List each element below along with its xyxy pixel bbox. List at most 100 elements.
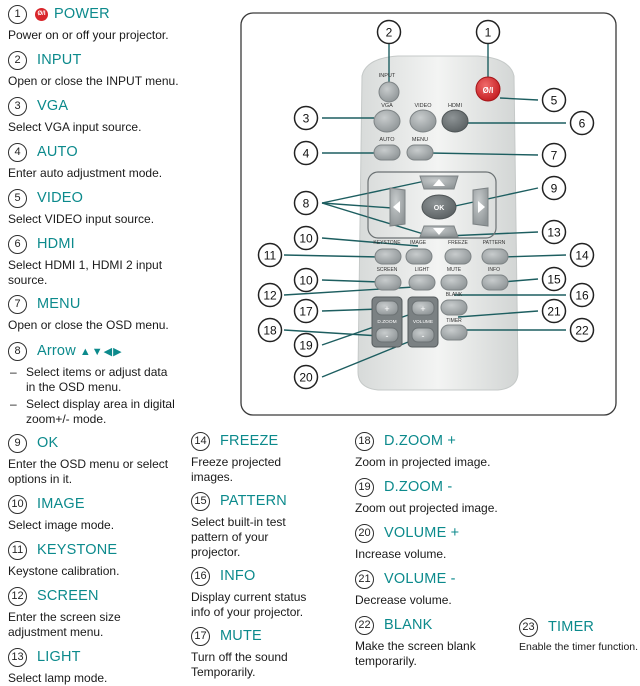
- image-button[interactable]: [405, 248, 433, 265]
- callout-number: 11: [8, 540, 27, 560]
- pattern-button[interactable]: [481, 248, 509, 265]
- left-arrow-icon: [393, 201, 400, 213]
- callout-number: 17: [299, 305, 313, 319]
- callout-circle: [293, 364, 319, 390]
- pattern-label: PATTERN: [483, 240, 506, 246]
- arrow-bullets: Select items or adjust data in the OSD m…: [8, 365, 178, 427]
- item-title: AUTO: [37, 144, 78, 160]
- blank-label: BLANK: [446, 292, 463, 298]
- callout-circle: [293, 267, 319, 293]
- callout-number: 21: [355, 569, 374, 589]
- light-label: LIGHT: [415, 267, 430, 273]
- item-description: Enter auto adjustment mode.: [8, 166, 163, 180]
- item-description: Enter the OSD menu or select options in …: [8, 457, 169, 486]
- bullet-item: Select display area in digital zoom+/- m…: [8, 397, 178, 427]
- callout-number: 22: [575, 324, 589, 338]
- callout-number: 3: [303, 112, 310, 126]
- callout-number: 12: [8, 586, 27, 606]
- down-arrow-icon: [433, 228, 445, 235]
- callout-number: 7: [8, 294, 27, 314]
- dzoom-plus-button[interactable]: [375, 300, 399, 316]
- auto-button[interactable]: [373, 144, 401, 161]
- callout-number: 19: [299, 339, 313, 353]
- screen-button[interactable]: [374, 274, 402, 291]
- item-description: Display current status info of your proj…: [191, 590, 307, 619]
- item-description: Enable the timer function.: [519, 641, 639, 653]
- volume-minus-button[interactable]: [411, 327, 435, 343]
- video-button[interactable]: [409, 109, 437, 133]
- video-label: VIDEO: [414, 103, 432, 109]
- dzoom-minus-button[interactable]: [375, 327, 399, 343]
- item-title: VGA: [37, 98, 69, 114]
- callout-circle: [293, 225, 319, 251]
- keystone-button[interactable]: [374, 248, 402, 265]
- info-button[interactable]: [481, 274, 509, 291]
- mute-button[interactable]: [440, 274, 468, 291]
- timer-button[interactable]: [440, 324, 468, 341]
- item-title: VIDEO: [37, 190, 84, 206]
- item-description: Turn off the sound Temporarily.: [191, 650, 288, 679]
- callout-number: 8: [8, 341, 27, 361]
- volume-minus-label: -: [422, 331, 425, 341]
- callout-number: 2: [8, 50, 27, 70]
- item-description: Select image mode.: [8, 518, 115, 532]
- menu-label: MENU: [412, 137, 428, 143]
- item-title: HDMI: [37, 236, 75, 252]
- dzoom-label: D.ZOOM: [377, 319, 396, 325]
- ok-button[interactable]: [421, 194, 457, 220]
- callout-circle: [475, 19, 501, 45]
- freeze-button[interactable]: [444, 248, 472, 265]
- callout-circle: [293, 105, 319, 131]
- power-button[interactable]: [475, 76, 501, 102]
- callout-number: 14: [191, 431, 210, 451]
- callout-circle: [257, 242, 283, 268]
- dpad-frame: [367, 171, 497, 239]
- callout-number: 19: [355, 477, 374, 497]
- callout-number: 13: [547, 226, 561, 240]
- up-arrow-icon: [433, 179, 445, 186]
- right-arrow-icon: [478, 201, 485, 213]
- callout-number: 8: [303, 197, 310, 211]
- vga-button[interactable]: [373, 109, 401, 133]
- callout-number: 7: [551, 149, 558, 163]
- item-title: D.ZOOM +: [384, 433, 457, 449]
- mute-label: MUTE: [447, 267, 462, 273]
- volume-plus-button[interactable]: [411, 300, 435, 316]
- callout-number: 10: [299, 274, 313, 288]
- hdmi-button[interactable]: [441, 109, 469, 133]
- item-description: Decrease volume.: [355, 593, 452, 607]
- callout-number: 6: [579, 117, 586, 131]
- screen-label: SCREEN: [377, 267, 398, 273]
- callout-circle: [569, 110, 595, 136]
- item-title: POWER: [54, 6, 110, 22]
- light-button[interactable]: [408, 274, 436, 291]
- callout-number: 1: [8, 4, 27, 24]
- vga-label: VGA: [381, 103, 393, 109]
- item-title: Arrow: [37, 343, 76, 359]
- item-title: OK: [37, 435, 59, 451]
- callout-circle: [541, 142, 567, 168]
- callout-circle: [541, 87, 567, 113]
- item-title: MENU: [37, 296, 81, 312]
- callout-number: 22: [355, 615, 374, 635]
- item-title: TIMER: [548, 619, 595, 635]
- freeze-label: FREEZE: [448, 240, 468, 246]
- callout-number: 9: [551, 182, 558, 196]
- input-button[interactable]: [378, 81, 400, 103]
- callout-circle: [293, 190, 319, 216]
- callout-number: 5: [8, 188, 27, 208]
- power-button-label: Ø/I: [483, 86, 494, 95]
- blank-button[interactable]: [440, 299, 468, 316]
- item-title: SCREEN: [37, 588, 99, 604]
- item-title: VOLUME -: [384, 571, 456, 587]
- menu-button[interactable]: [406, 144, 434, 161]
